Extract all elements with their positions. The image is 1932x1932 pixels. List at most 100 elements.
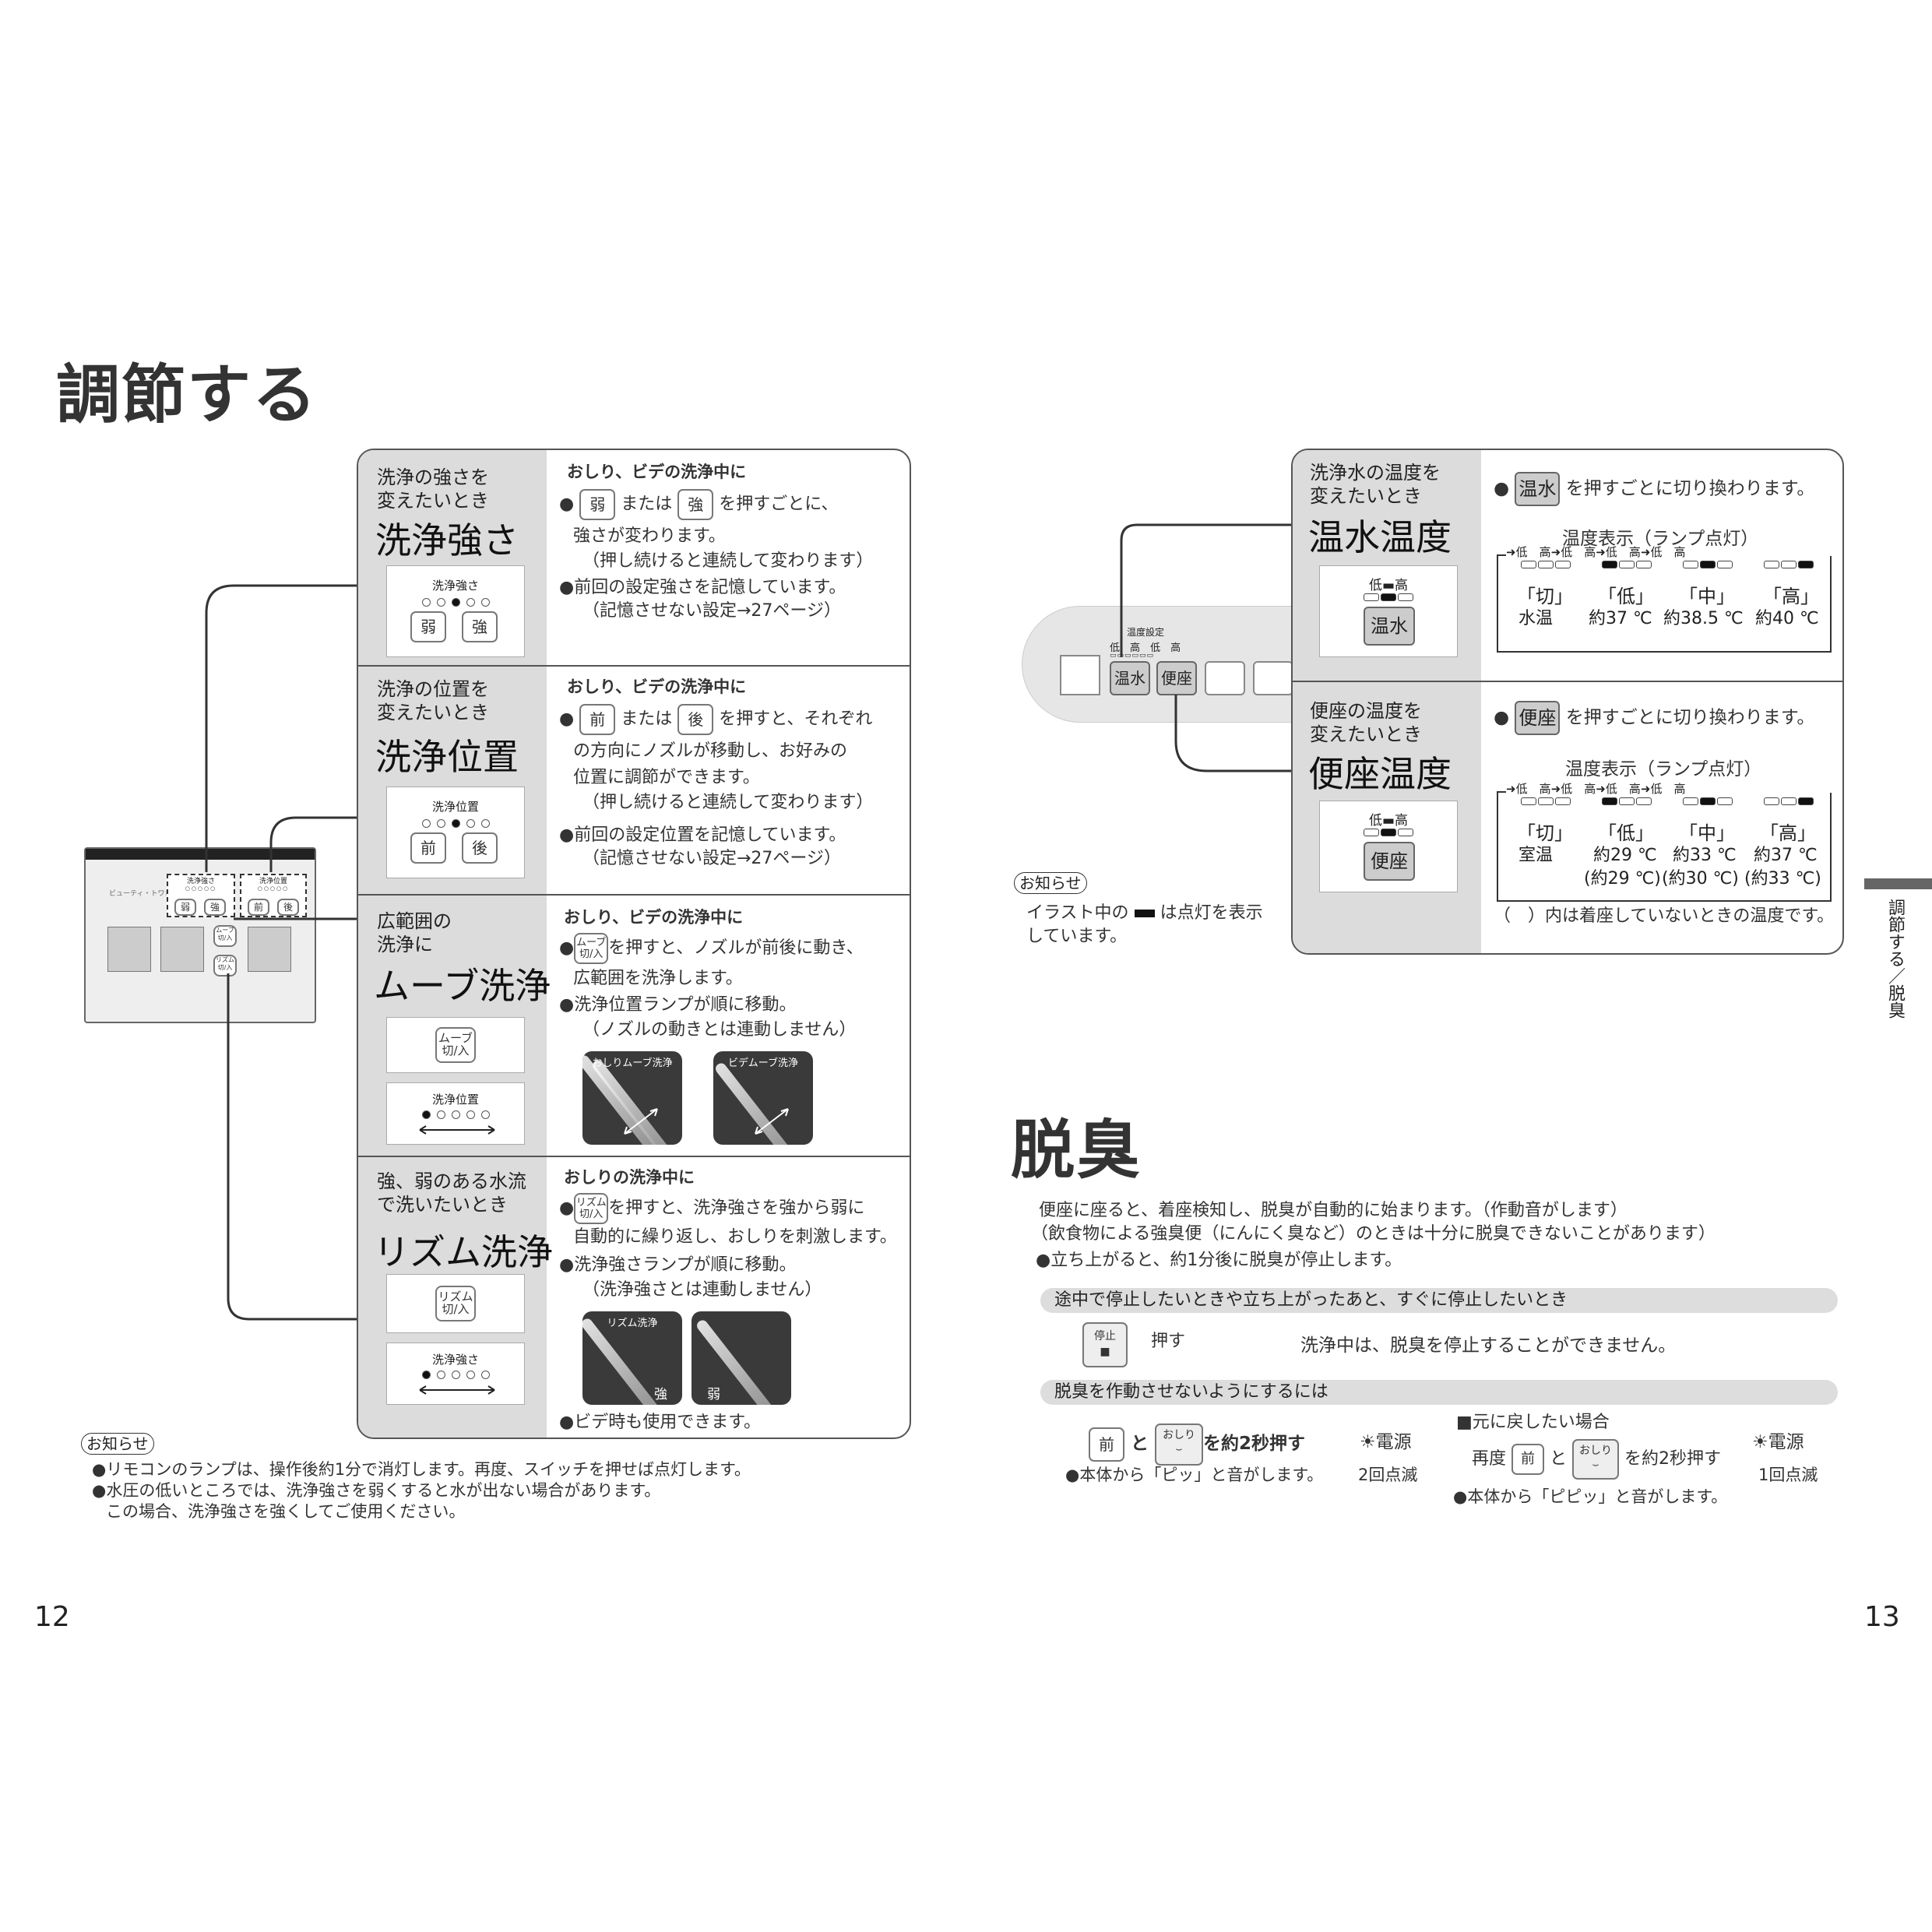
section-position-title: 洗浄位置: [375, 736, 519, 778]
warmwater-title: 温水温度: [1308, 516, 1452, 558]
front-key-deo[interactable]: 前: [1089, 1427, 1124, 1462]
remote-illustration: ビューティ・トワレ 洗浄強さ ○○○○○ 弱 強 洗浄位置 ○○○○○ 前 後 …: [84, 847, 316, 1023]
seat-temp2-mid: (約30 ℃): [1662, 869, 1739, 889]
strength-line-4: ●前回の設定強さを記憶しています。: [559, 578, 846, 597]
oshiri-key-deo[interactable]: おしり⌣: [1155, 1423, 1204, 1466]
toilet-panel-illustration: 温度設定 低 高 低 高 ▭▭▭▭▭▭ 温水 便座: [1022, 606, 1302, 723]
remote-rhythm-button[interactable]: リズム 切/入: [213, 955, 237, 977]
right-notice-label: お知らせ: [1014, 872, 1087, 894]
warmwater-mini-panel: 低▬高 温水: [1319, 565, 1458, 657]
warmwater-disp-label: 温度表示（ランプ点灯）: [1562, 529, 1759, 549]
deodorize-title: 脱臭: [1011, 1114, 1142, 1188]
remote-back-button[interactable]: 後: [277, 899, 299, 916]
ww-level-off: 「切」: [1517, 586, 1573, 607]
strong-key-inline: 強: [677, 489, 714, 520]
deo-intro-2: （飲食物による強臭便（にんにく臭など）のときは十分に脱臭できないことがあります）: [1031, 1224, 1716, 1244]
oshiri-key-restore[interactable]: おしり⌣: [1572, 1439, 1620, 1480]
section-strength-subtitle: 洗浄の強さを 変えたいとき: [377, 466, 489, 512]
weak-button[interactable]: 弱: [410, 611, 446, 642]
left-notice-3: この場合、洗浄強さを強くしてご使用ください。: [106, 1502, 466, 1521]
move-mini-lamps: 洗浄位置: [386, 1082, 525, 1145]
rhythm-line-4: （洗浄強さとは連動しません）: [582, 1280, 822, 1300]
seat-level-mid: 「中」: [1679, 822, 1735, 844]
remote-strength-group: 洗浄強さ ○○○○○ 弱 強: [167, 874, 235, 917]
page-number-left: 12: [34, 1601, 70, 1633]
warmwater-line: ● 温水 を押すごとに切り換わります。: [1494, 472, 1814, 506]
seat-lamp-sequence: ➜低 高➜低 高➜低 高➜低 高 「切」 「低」 「中」 「高」 室温 約29 …: [1497, 782, 1832, 902]
rhythm-line-3: ●洗浄強さランプが順に移動。: [559, 1255, 797, 1275]
deo-restore-label: ■元に戻したい場合: [1456, 1413, 1610, 1432]
strength-line-3: （押し続けると連続して変わります）: [582, 551, 874, 571]
panel-seat-button[interactable]: 便座: [1156, 661, 1197, 695]
rhythm-photo-2: [692, 1311, 791, 1405]
warmwater-lamp-sequence: ➜低 高➜低 高➜低 高➜低 高 「切」 「低」 「中」 「高」 水温 約37 …: [1497, 545, 1832, 653]
rhythm-key-inline: リズム 切/入: [574, 1193, 609, 1224]
seat-key-inline: 便座: [1515, 701, 1561, 735]
page-title-adjust: 調節する: [56, 358, 318, 432]
warmwater-button[interactable]: 温水: [1364, 607, 1415, 646]
move-line-1: ●ムーブ 切/入を押すと、ノズルが前後に動き、: [559, 933, 864, 964]
position-line-2: の方向にノズルが移動し、お好みの: [573, 741, 848, 761]
move-key-inline: ムーブ 切/入: [574, 933, 609, 964]
position-line-1: ● 前 または 後 を押すと、それぞれ: [559, 704, 872, 735]
ww-level-high: 「高」: [1763, 586, 1819, 607]
deo-beep-2: ●本体から「ピピッ」と音がします。: [1453, 1487, 1728, 1506]
seat-disp-label: 温度表示（ランプ点灯）: [1565, 759, 1762, 779]
warmwater-subtitle: 洗浄水の温度を 変えたいとき: [1310, 462, 1441, 507]
temperature-panel: 洗浄水の温度を 変えたいとき 温水温度 低▬高 温水 ● 温水 を押すごとに切り…: [1291, 449, 1844, 955]
rhythm-mini-key-box: リズム 切/入: [386, 1274, 525, 1333]
side-tab-label: 調節する／脱臭: [1885, 899, 1905, 1019]
deo-stop-bar: 途中で停止したいときや立ち上がったあと、すぐに停止したいとき: [1040, 1288, 1838, 1313]
seat-temp-high: 約37 ℃: [1754, 846, 1818, 865]
deo-restore-combo: 再度 前 と おしり⌣ を約2秒押す: [1472, 1438, 1721, 1481]
remote-weak-button[interactable]: 弱: [174, 899, 196, 916]
seat-temp2-low: (約29 ℃): [1584, 869, 1661, 889]
panel-temp-label: 温度設定: [1127, 627, 1165, 638]
deo-power-indicator-2: ☀電源: [1752, 1432, 1804, 1452]
deo-intro-1: 便座に座ると、着座検知し、脱臭が自動的に始まります。（作動音がします）: [1039, 1201, 1628, 1220]
move-photo-bidet: ビデムーブ洗浄: [713, 1051, 813, 1145]
remote-strong-button[interactable]: 強: [204, 899, 226, 916]
strength-line-1: ● 弱 または 強 を押すごとに、: [559, 489, 839, 520]
move-button[interactable]: ムーブ 切/入: [435, 1027, 476, 1063]
connector-lines: [205, 584, 358, 1321]
ww-temp-mid: 約38.5 ℃: [1663, 609, 1744, 628]
remote-brand: ビューティ・トワレ: [109, 890, 172, 898]
rhythm-button[interactable]: リズム 切/入: [435, 1286, 476, 1321]
front-button[interactable]: 前: [410, 832, 446, 864]
remote-front-button[interactable]: 前: [248, 899, 269, 916]
remote-position-group: 洗浄位置 ○○○○○ 前 後: [240, 874, 307, 917]
strong-button[interactable]: 強: [462, 611, 498, 642]
strength-line-5: （記憶させない設定→27ページ）: [582, 601, 841, 621]
deo-disable-combo: 前 と おしり⌣を約2秒押す: [1089, 1422, 1305, 1466]
seat-temp-mid: 約33 ℃: [1673, 846, 1737, 865]
section-move-subtitle: 広範囲の 洗浄に: [377, 910, 452, 955]
front-key-restore[interactable]: 前: [1511, 1444, 1545, 1475]
right-notice-line-2: しています。: [1026, 927, 1128, 946]
stop-button[interactable]: 停止■: [1082, 1322, 1128, 1367]
weak-key-inline: 弱: [579, 489, 616, 520]
position-mini-remote: 洗浄位置 前 後: [386, 787, 525, 878]
ww-temp-off: 水温: [1519, 609, 1554, 628]
left-notice-label: お知らせ: [81, 1433, 154, 1455]
remote-move-button[interactable]: ムーブ 切/入: [213, 925, 237, 947]
section-rhythm-title: リズム洗浄: [374, 1231, 553, 1273]
section-position-subtitle: 洗浄の位置を 変えたいとき: [377, 678, 489, 723]
back-key-inline: 後: [677, 704, 714, 735]
front-key-inline: 前: [579, 704, 616, 735]
back-button[interactable]: 後: [462, 832, 498, 864]
ww-temp-low: 約37 ℃: [1589, 609, 1652, 628]
seat-level-off: 「切」: [1517, 822, 1573, 844]
seat-button[interactable]: 便座: [1364, 842, 1415, 881]
deo-blink-2: 2回点滅: [1358, 1466, 1418, 1484]
seat-temp-low: 約29 ℃: [1593, 846, 1657, 865]
rhythm-mini-lamps: 洗浄強さ: [386, 1343, 525, 1405]
move-line-2: 広範囲を洗浄します。: [573, 969, 743, 988]
right-connector-lines: [1120, 523, 1293, 772]
seat-level-low: 「低」: [1598, 822, 1654, 844]
adjust-panel: 洗浄の強さを 変えたいとき 洗浄強さ 洗浄強さ 弱 強 おしり、ビデの洗浄中に …: [357, 449, 911, 1439]
warmwater-key-inline: 温水: [1515, 472, 1561, 506]
deo-intro-3: ●立ち上がると、約1分後に脱臭が停止します。: [1036, 1251, 1402, 1270]
panel-warmwater-button[interactable]: 温水: [1110, 661, 1150, 695]
seat-line: ● 便座 を押すごとに切り換わります。: [1494, 701, 1814, 735]
